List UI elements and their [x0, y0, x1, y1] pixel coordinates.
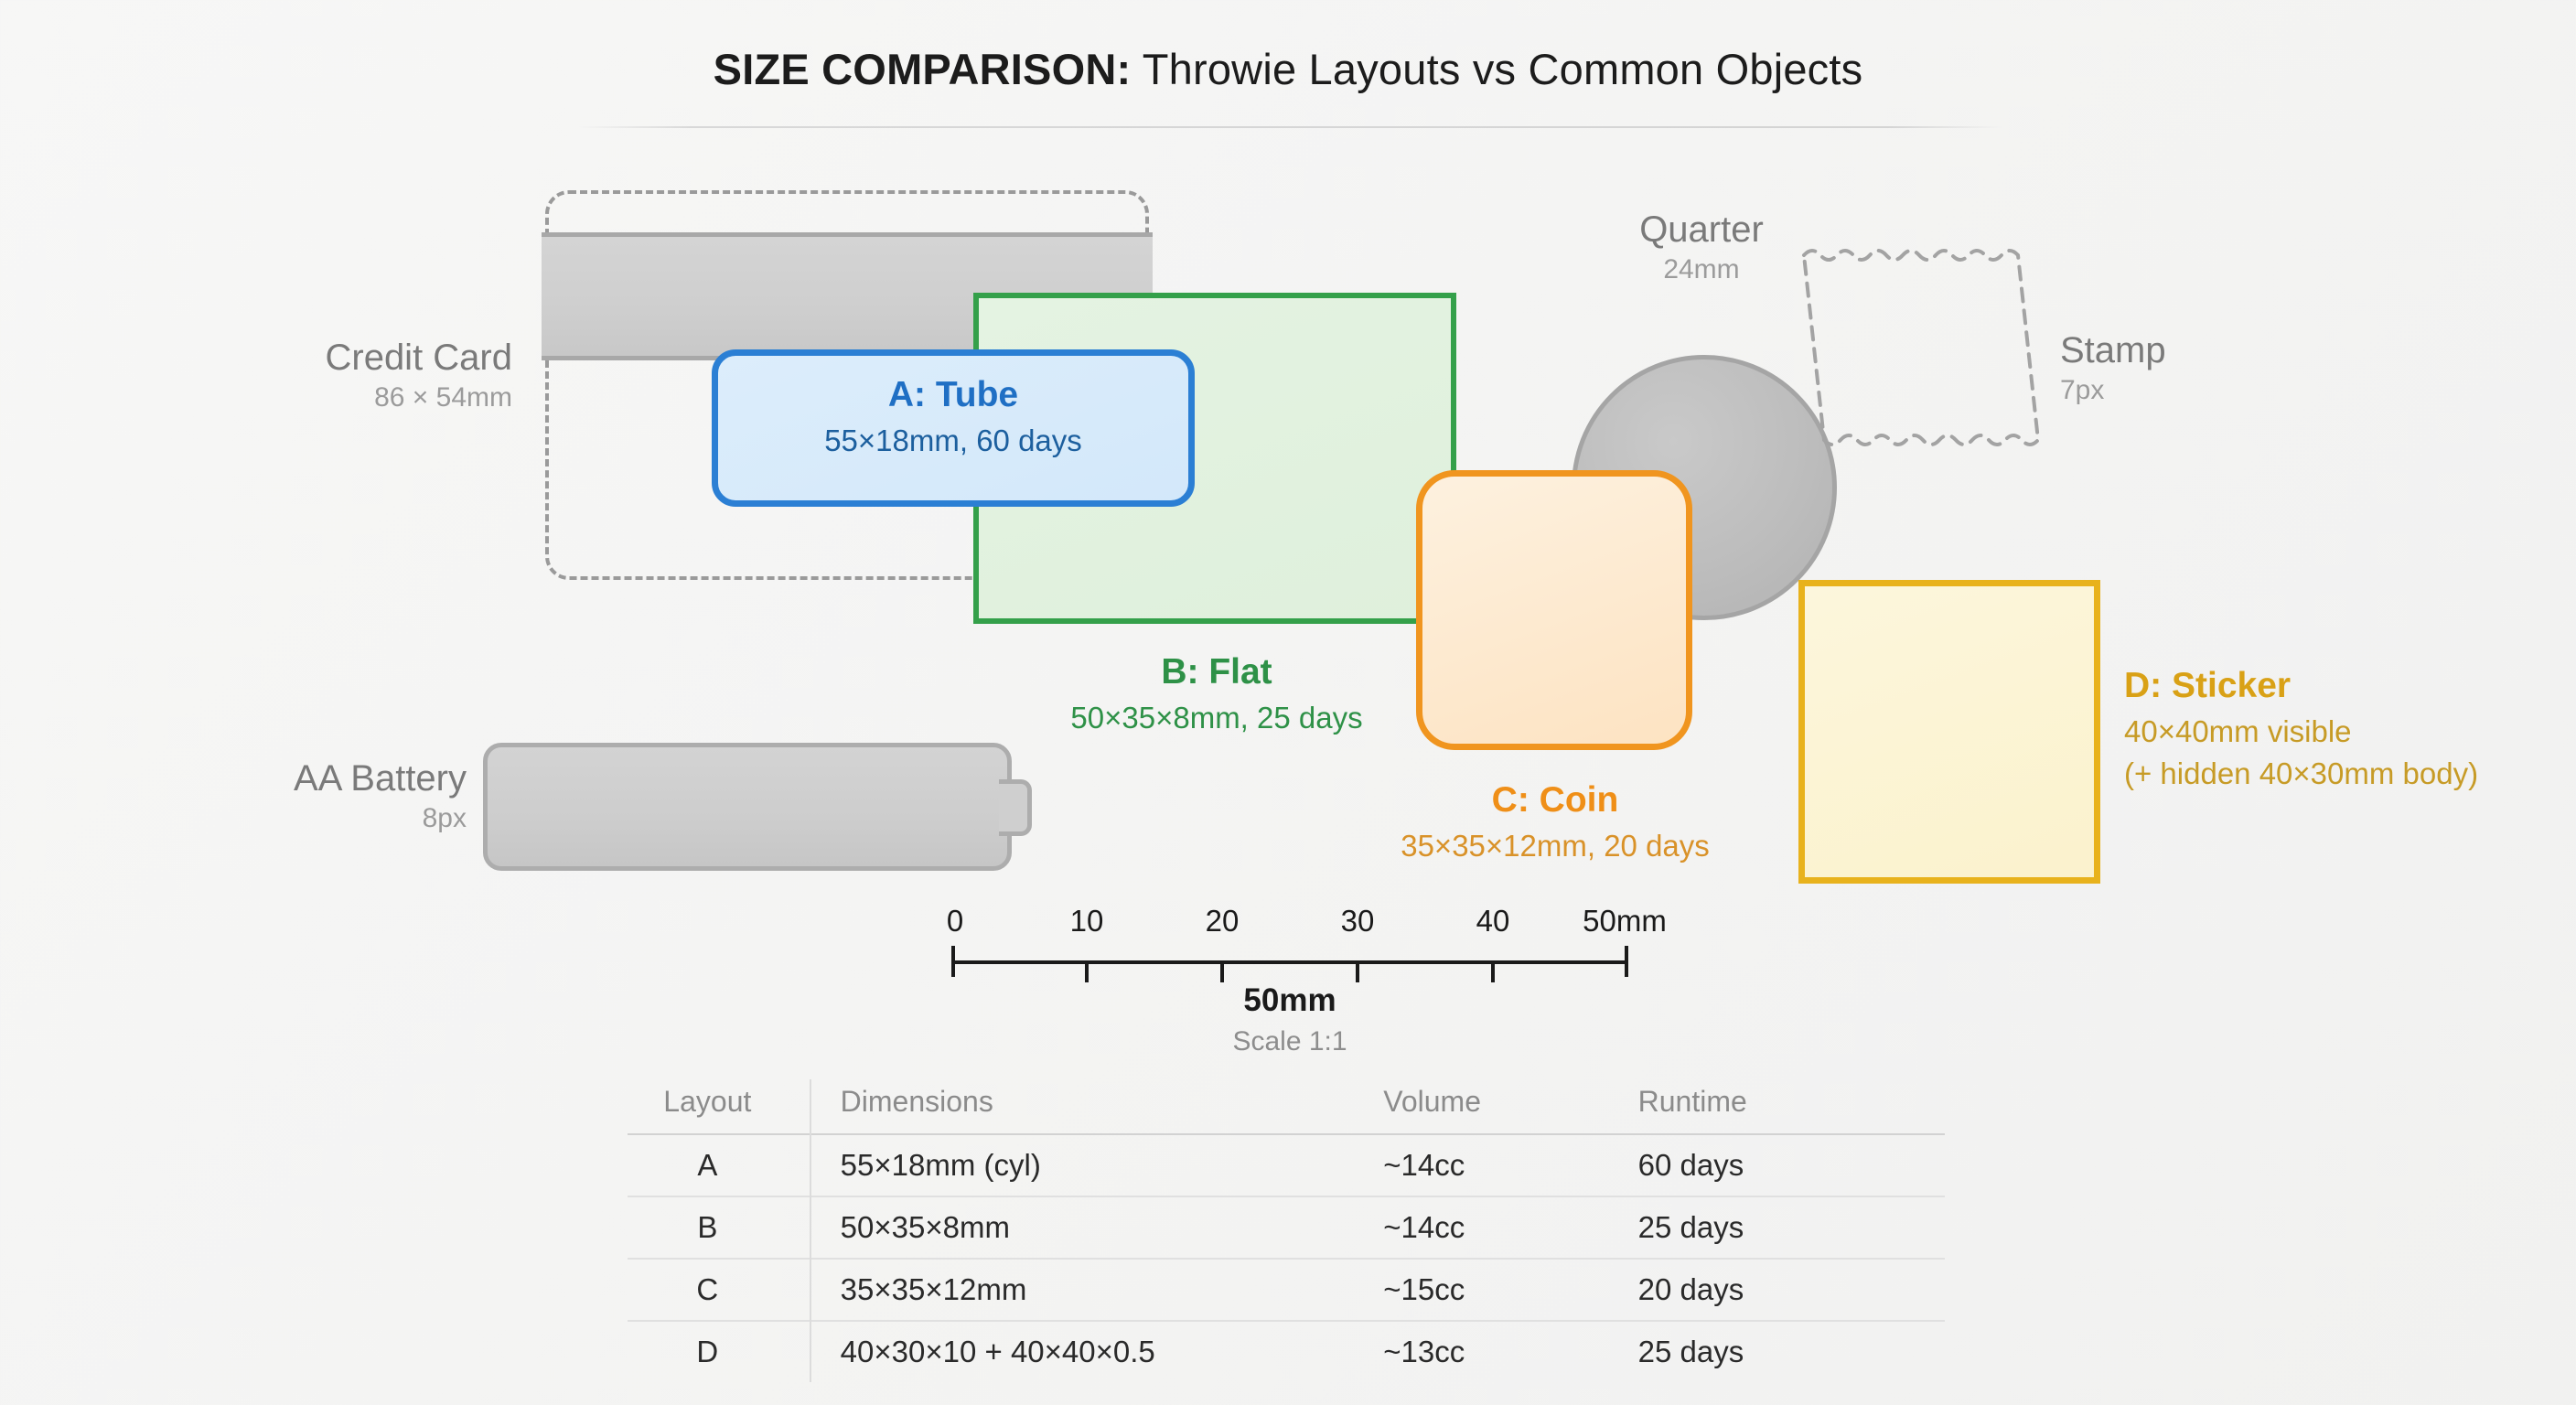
stamp-perforated-icon: [1801, 249, 2041, 446]
ruler-tick-40: [1491, 960, 1495, 982]
table-row: B 50×35×8mm ~14cc 25 days: [628, 1196, 1945, 1259]
cell-layout: D: [628, 1320, 811, 1382]
layout-d-spec-hidden: (+ hidden 40×30mm body): [2124, 756, 2479, 790]
layout-d-sticker-shape[interactable]: [1798, 580, 2100, 884]
layout-a-tube-label: A: Tube 55×18mm, 60 days: [712, 373, 1195, 459]
cell-dimensions: 50×35×8mm: [810, 1196, 1384, 1259]
cell-dimensions: 55×18mm (cyl): [810, 1133, 1384, 1196]
ruler-label-30: 30: [1340, 904, 1375, 938]
spec-table: Layout Dimensions Volume Runtime A 55×18…: [628, 1079, 1945, 1382]
cell-layout: C: [628, 1258, 811, 1321]
table-row: C 35×35×12mm ~15cc 20 days: [628, 1258, 1945, 1321]
layout-d-name: D: Sticker: [2124, 666, 2292, 705]
ruler-caption: 50mm: [1243, 982, 1336, 1018]
credit-card-label: Credit Card 86 × 54mm: [165, 337, 512, 414]
cell-runtime: 25 days: [1637, 1320, 1945, 1382]
cell-layout: B: [628, 1196, 811, 1259]
th-layout: Layout: [628, 1079, 811, 1134]
cell-volume: ~15cc: [1383, 1258, 1638, 1321]
aa-battery-body: [483, 743, 1012, 871]
ruler-label-0: 0: [946, 904, 964, 938]
ruler-tick-10: [1085, 960, 1089, 982]
ruler-scale-note: Scale 1:1: [1232, 1026, 1347, 1056]
stamp-outline: [1798, 242, 2044, 453]
stamp-name: Stamp: [2060, 330, 2166, 370]
layout-a-name: A: Tube: [887, 375, 1019, 414]
ruler-label-10: 10: [1069, 904, 1104, 938]
table-row: D 40×30×10 + 40×40×0.5 ~13cc 25 days: [628, 1320, 1945, 1382]
ruler-label-40: 40: [1476, 904, 1510, 938]
cell-layout: A: [628, 1133, 811, 1196]
th-volume: Volume: [1383, 1085, 1481, 1118]
stamp-label: Stamp 7px: [2060, 329, 2353, 407]
cell-runtime: 20 days: [1637, 1258, 1945, 1321]
title-divider: [578, 126, 2002, 128]
table-row: A 55×18mm (cyl) ~14cc 60 days: [628, 1133, 1945, 1196]
aa-battery-terminal: [999, 779, 1032, 836]
aa-battery-label: AA Battery 8px: [137, 757, 467, 835]
stamp-size: 7px: [2060, 375, 2105, 405]
layout-b-spec: 50×35×8mm, 25 days: [1070, 700, 1363, 735]
cell-dimensions: 35×35×12mm: [810, 1258, 1384, 1321]
th-dimensions: Dimensions: [840, 1085, 993, 1118]
aa-battery-name: AA Battery: [294, 758, 467, 799]
table-header-row: Layout Dimensions Volume Runtime: [628, 1079, 1945, 1134]
aa-battery-size: 8px: [422, 803, 467, 833]
layout-d-spec: 40×40mm visible: [2124, 713, 2352, 748]
quarter-label: Quarter 24mm: [1555, 209, 1848, 286]
ruler-tick-20: [1220, 960, 1224, 982]
layout-a-spec: 55×18mm, 60 days: [824, 423, 1082, 457]
layout-c-coin-label: C: Coin 35×35×12mm, 20 days: [1326, 779, 1784, 863]
layout-c-name: C: Coin: [1491, 780, 1619, 820]
quarter-name: Quarter: [1639, 209, 1764, 250]
credit-card-name: Credit Card: [325, 338, 512, 378]
title-light: Throwie Layouts vs Common Objects: [1131, 45, 1863, 93]
th-runtime: Runtime: [1637, 1085, 1747, 1118]
layout-b-name: B: Flat: [1161, 652, 1272, 692]
ruler-label-50: 50mm: [1583, 904, 1667, 938]
cell-volume: ~14cc: [1383, 1196, 1638, 1259]
ruler-label-20: 20: [1205, 904, 1240, 938]
cell-volume: ~14cc: [1383, 1133, 1638, 1196]
cell-runtime: 60 days: [1637, 1133, 1945, 1196]
ruler-tick-50: [1625, 946, 1628, 977]
layout-c-coin-shape[interactable]: [1416, 470, 1692, 750]
cell-runtime: 25 days: [1637, 1196, 1945, 1259]
page-title: SIZE COMPARISON: Throwie Layouts vs Comm…: [0, 44, 2576, 94]
credit-card-size: 86 × 54mm: [374, 382, 512, 413]
scale-ruler: 0 10 20 30 40 50mm: [947, 904, 1667, 982]
layout-a-tube-shape[interactable]: [712, 349, 1195, 507]
quarter-size: 24mm: [1663, 254, 1740, 284]
layout-c-spec: 35×35×12mm, 20 days: [1401, 828, 1710, 863]
title-strong: SIZE COMPARISON:: [713, 45, 1132, 93]
ruler-tick-30: [1356, 960, 1359, 982]
cell-dimensions: 40×30×10 + 40×40×0.5: [810, 1320, 1384, 1382]
cell-volume: ~13cc: [1383, 1320, 1638, 1382]
ruler-tick-0: [951, 946, 955, 977]
layout-b-flat-label: B: Flat 50×35×8mm, 25 days: [970, 651, 1464, 735]
layout-d-sticker-label: D: Sticker 40×40mm visible (+ hidden 40×…: [2124, 664, 2576, 792]
